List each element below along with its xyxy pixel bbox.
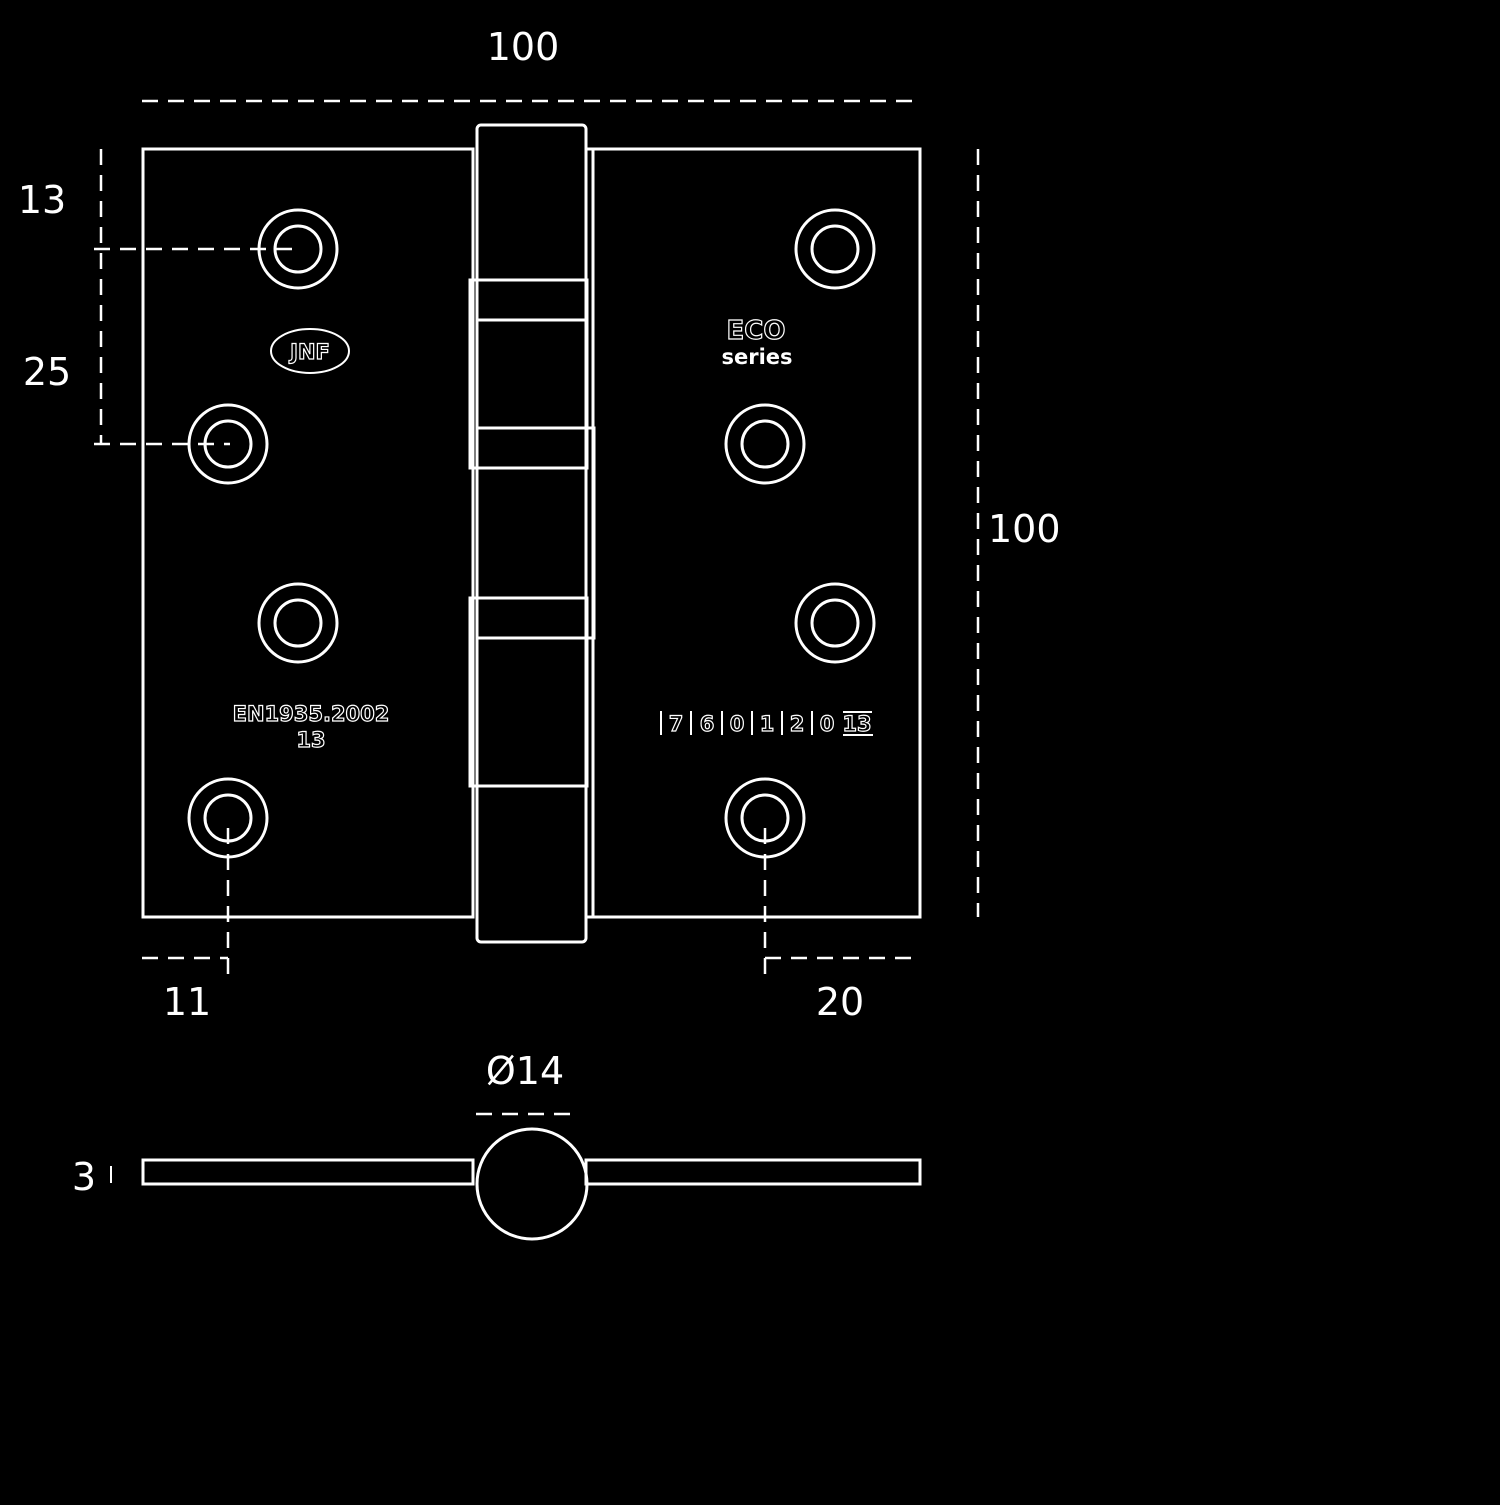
left-leaf <box>141 147 475 919</box>
grade-code: 7 6 0 1 2 0 13 <box>660 711 873 737</box>
jnf-logo: JNF <box>270 328 350 374</box>
screw-hole <box>257 208 339 290</box>
grade-digit: 1 <box>760 712 775 736</box>
standard-stamp: EN1935.2002 <box>233 702 390 726</box>
left-screw-holes <box>187 208 339 859</box>
hole-spacing-dimension <box>94 149 300 446</box>
right-screw-holes <box>724 208 876 859</box>
profile-left-leaf <box>141 1158 475 1186</box>
hole-spacing-label: 25 <box>23 350 71 394</box>
knuckle-segment-2 <box>475 426 596 640</box>
grade-digit: 2 <box>790 712 805 736</box>
left-hole-offset-dimension <box>142 828 230 980</box>
grade-digit: 6 <box>700 712 715 736</box>
grade-digit: 7 <box>669 712 684 736</box>
leaf-thickness-label: 3 <box>72 1155 96 1199</box>
top-width-label: 100 <box>487 25 560 69</box>
screw-hole <box>794 582 876 664</box>
eco-series-logo: ECO series <box>721 315 792 369</box>
knuckle-segment-3 <box>468 596 589 788</box>
hinge-knuckle <box>468 123 596 944</box>
right-hole-offset-label: 20 <box>816 980 864 1024</box>
side-profile-view <box>141 1127 922 1241</box>
grade-suffix: 13 <box>842 712 871 736</box>
grade-digit: 0 <box>730 712 745 736</box>
screw-hole <box>187 777 269 859</box>
profile-knuckle <box>475 1127 589 1241</box>
knuckle-segment-1 <box>468 278 589 470</box>
left-hole-offset-label: 11 <box>163 980 211 1024</box>
grade-digit: 0 <box>820 712 835 736</box>
screw-hole <box>794 208 876 290</box>
standard-stamp-line2: 13 <box>296 728 325 752</box>
screw-hole <box>724 403 806 485</box>
right-height-label: 100 <box>988 507 1061 551</box>
screw-hole <box>257 582 339 664</box>
knuckle-barrel <box>475 123 588 944</box>
jnf-logo-text: JNF <box>288 340 330 364</box>
hole-top-offset-label: 13 <box>18 178 66 222</box>
eco-logo-text: ECO <box>727 316 786 346</box>
series-label: series <box>721 345 792 369</box>
knuckle-diameter-label: Ø14 <box>486 1049 564 1093</box>
profile-right-leaf <box>584 1158 922 1186</box>
screw-hole <box>724 777 806 859</box>
